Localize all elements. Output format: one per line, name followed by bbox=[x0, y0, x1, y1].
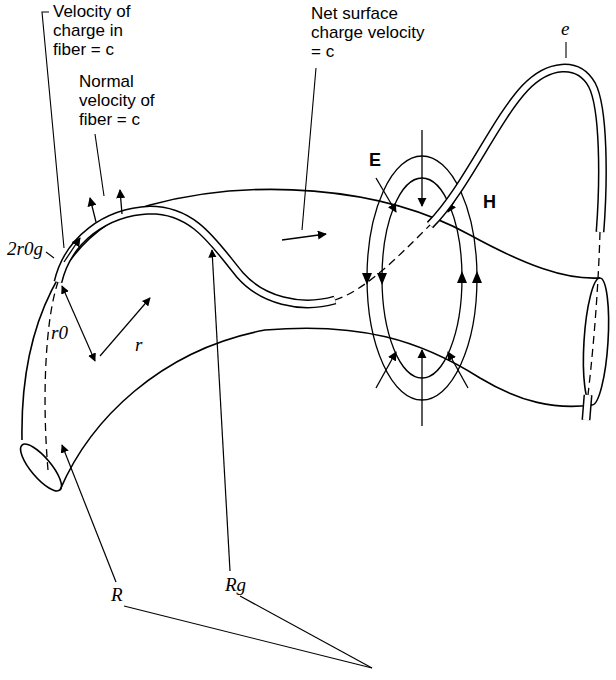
radius-arrows bbox=[62, 250, 372, 668]
dimension-label: R bbox=[110, 584, 124, 605]
dimension-label: r0 bbox=[50, 322, 69, 343]
field-label: E bbox=[368, 150, 382, 170]
symbol-label: e bbox=[560, 18, 570, 39]
label-anchor: Net surface charge velocity = c bbox=[310, 4, 435, 61]
field-label: H bbox=[482, 192, 497, 212]
label-anchor: Rg bbox=[224, 574, 247, 595]
label-anchor: Velocity of charge in fiber = c bbox=[52, 2, 152, 59]
annotation-text: Velocity of charge in fiber = c bbox=[52, 2, 152, 59]
tube-outline bbox=[14, 189, 612, 496]
annotation-text: Net surface charge velocity = c bbox=[310, 4, 435, 61]
label-anchor: Normal velocity of fiber = c bbox=[78, 72, 178, 129]
e-field-arrows bbox=[376, 130, 468, 426]
annotation-text: Normal velocity of fiber = c bbox=[78, 72, 178, 129]
dimension-label: Rg bbox=[224, 574, 247, 595]
dimension-label: r bbox=[134, 334, 143, 355]
label-anchor: e bbox=[560, 18, 570, 39]
label-anchor: H bbox=[482, 192, 497, 212]
label-anchor: 2r0g bbox=[6, 238, 44, 259]
label-anchor: r bbox=[134, 334, 143, 355]
label-anchor: r0 bbox=[50, 322, 69, 343]
fiber bbox=[45, 68, 602, 470]
dimension-label: 2r0g bbox=[6, 238, 44, 259]
label-anchor: E bbox=[368, 150, 382, 170]
label-anchor: R bbox=[110, 584, 124, 605]
velocity-arrows bbox=[64, 190, 326, 262]
